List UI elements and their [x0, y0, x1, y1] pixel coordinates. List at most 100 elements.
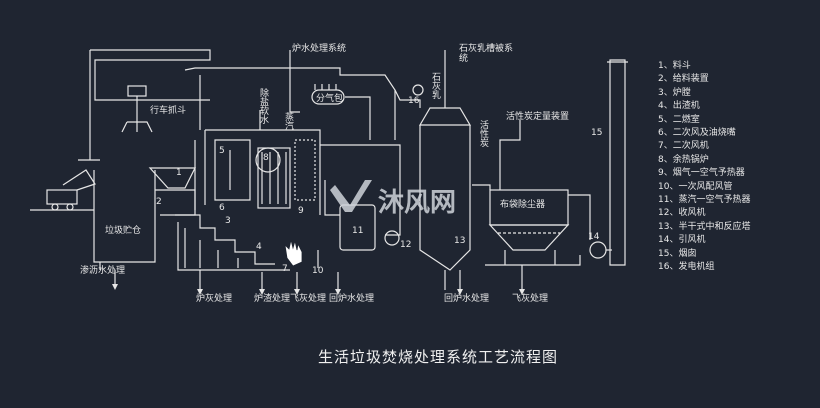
legend-item: 9、烟气一空气予热器 [658, 168, 745, 179]
steam-label: 蒸汽 [283, 112, 293, 130]
legend-item: 4、出渣机 [658, 101, 700, 112]
truck-wheel [51, 203, 59, 211]
drum-valves [314, 84, 337, 90]
return-water-label-1: 回炉水处理 [329, 294, 375, 304]
boiler-tubes [261, 152, 287, 204]
num-8: 8 [263, 153, 269, 163]
legend-item: 11、蒸汽一空气予热器 [658, 195, 751, 206]
duct [568, 194, 591, 240]
crane-frame [90, 49, 211, 101]
legend-item: 3、炉膛 [658, 87, 691, 98]
pipe [345, 96, 371, 140]
crane-grab [121, 96, 153, 133]
boiler-water-label: 炉水处理系统 [292, 44, 347, 54]
water-pipe [289, 50, 300, 113]
truck-bin [62, 169, 96, 191]
crane-trolley [127, 85, 147, 97]
legend-item: 14、引风机 [658, 235, 706, 246]
lime-milk-label: 石灰乳 [430, 72, 440, 99]
tower-top [418, 107, 472, 126]
act-carbon-label: 活性炭 [478, 120, 488, 147]
steam-drum [311, 89, 345, 105]
fan [384, 230, 400, 246]
lime-label: 石灰乳槽被系统 [459, 44, 514, 64]
turbine-pipe [394, 89, 421, 108]
legend-item: 12、收风机 [658, 208, 706, 219]
carbon-label: 活性炭定量装置 [506, 112, 570, 122]
legend-item: 10、一次风配风管 [658, 181, 733, 192]
num-7: 7 [282, 264, 288, 274]
air-ducts [184, 228, 239, 268]
outlet-arrows [112, 284, 525, 295]
truck-wheel [66, 203, 74, 211]
num-14: 14 [588, 232, 600, 242]
crane-label: 行车抓斗 [150, 106, 187, 116]
num-6: 6 [219, 203, 225, 213]
num-10: 10 [312, 266, 324, 276]
furnace-grate [175, 214, 275, 265]
filter-hopper [488, 224, 570, 251]
num-3: 3 [225, 216, 231, 226]
diagram-title: 生活垃圾焚烧处理系统工艺流程图 [318, 348, 559, 366]
num-5: 5 [219, 146, 225, 156]
pit-label: 垃圾贮仓 [105, 226, 142, 236]
num-13: 13 [454, 236, 466, 246]
steam-drum-label: 分气包 [316, 94, 344, 104]
num-9: 9 [298, 206, 304, 216]
steam-air-preheater [339, 204, 376, 251]
chimney [609, 59, 626, 266]
leachate-outlet [99, 262, 116, 285]
carbon-pipe [499, 120, 521, 190]
legend-item: 13、半干式中和反应塔 [658, 221, 751, 232]
induced-fan [589, 241, 607, 259]
num-12: 12 [400, 240, 412, 250]
furnace-body [194, 129, 321, 215]
furnace-bottom [177, 222, 290, 271]
duct [472, 184, 491, 190]
generator [412, 84, 424, 96]
legs [504, 250, 556, 265]
num-1: 1 [176, 168, 182, 178]
waste-pit [93, 170, 156, 263]
num-15: 15 [591, 128, 603, 138]
desalt-label: 除盐软水 [258, 88, 268, 124]
slag-label: 炉渣处理 [254, 294, 291, 304]
num-4: 4 [256, 242, 262, 252]
duct [324, 180, 340, 216]
base [485, 255, 581, 266]
air-preheater [294, 139, 316, 201]
reaction-tower [419, 125, 471, 271]
legend: 1、料斗 2、给料装置 3、炉膛 4、出渣机 5、二燃室 6、二次风及油烧嘴 7、二次风机 8… [658, 60, 750, 275]
legend-item: 15、烟囱 [658, 248, 697, 259]
legend-item: 6、二次风及油烧嘴 [658, 128, 736, 139]
legend-item: 8、余热锅炉 [658, 154, 709, 165]
bag-filter-label: 布袋除尘器 [500, 200, 546, 210]
hand-cursor-icon [284, 239, 303, 267]
leachate-label: 渗沥水处理 [80, 266, 126, 276]
furnace-ash-label: 炉灰处理 [196, 294, 233, 304]
num-16: 16 [408, 96, 420, 106]
watermark-logo [330, 180, 372, 212]
secondary-chamber [214, 139, 251, 201]
flue-duct [320, 144, 401, 236]
boiler [257, 147, 291, 209]
truck-body [46, 189, 78, 205]
num-2: 2 [156, 197, 162, 207]
ash-outlets [199, 270, 339, 290]
return-water-label-2: 回炉水处理 [444, 294, 490, 304]
fly-ash-label-2: 飞灰处理 [512, 294, 549, 304]
legend-item: 1、料斗 [658, 61, 691, 71]
fly-ash-label-1: 飞灰处理 [290, 294, 327, 304]
pipe [199, 75, 261, 130]
legend-item: 2、给料装置 [658, 74, 709, 85]
crane-column [78, 50, 100, 161]
hopper [148, 167, 196, 189]
legend-item: 16、发电机组 [658, 262, 715, 273]
watermark: 沐风网 [378, 188, 457, 218]
legend-item: 7、二次风机 [658, 141, 709, 152]
legend-item: 5、二燃室 [658, 114, 700, 125]
num-11: 11 [352, 226, 364, 236]
outlets [459, 265, 523, 290]
